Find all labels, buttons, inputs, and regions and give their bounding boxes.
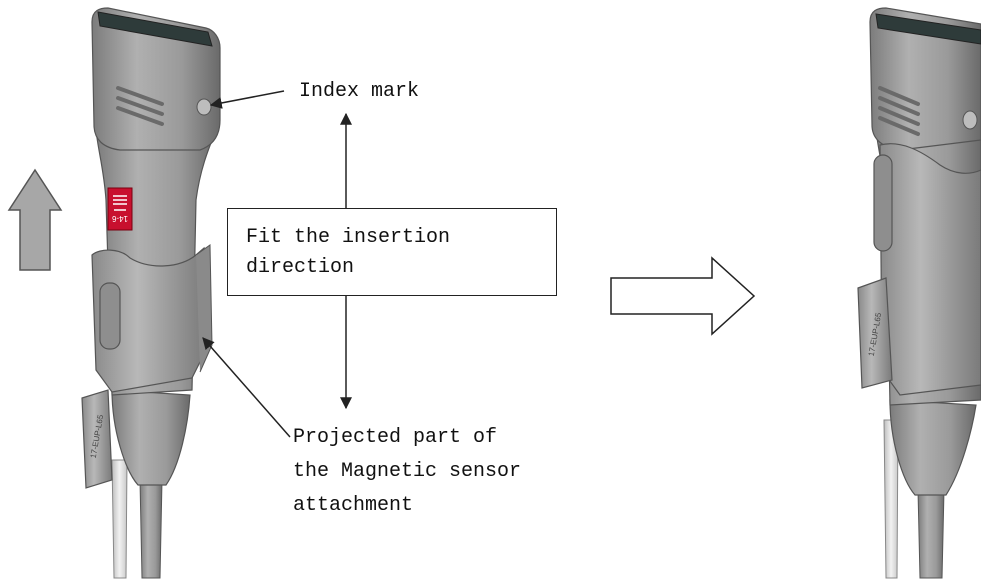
projected-part-line3: attachment — [293, 494, 414, 517]
result-arrow — [610, 256, 756, 336]
index-mark-leader — [209, 90, 285, 109]
projected-part-leader — [202, 337, 291, 438]
fit-direction-line2: direction — [246, 256, 355, 279]
probe-right — [857, 7, 981, 579]
projected-part-line2: the Magnetic sensor — [293, 460, 522, 483]
probe-handle-marking: 14-6 — [112, 214, 129, 223]
fit-direction-line1: Fit the insertion — [246, 226, 451, 249]
probe-left — [81, 7, 221, 579]
projected-part-line1: Projected part of — [293, 426, 498, 449]
index-mark-label: Index mark — [299, 80, 420, 103]
insertion-up-arrow — [7, 168, 63, 271]
insertion-direction-box: Fit the insertion direction — [227, 208, 557, 296]
